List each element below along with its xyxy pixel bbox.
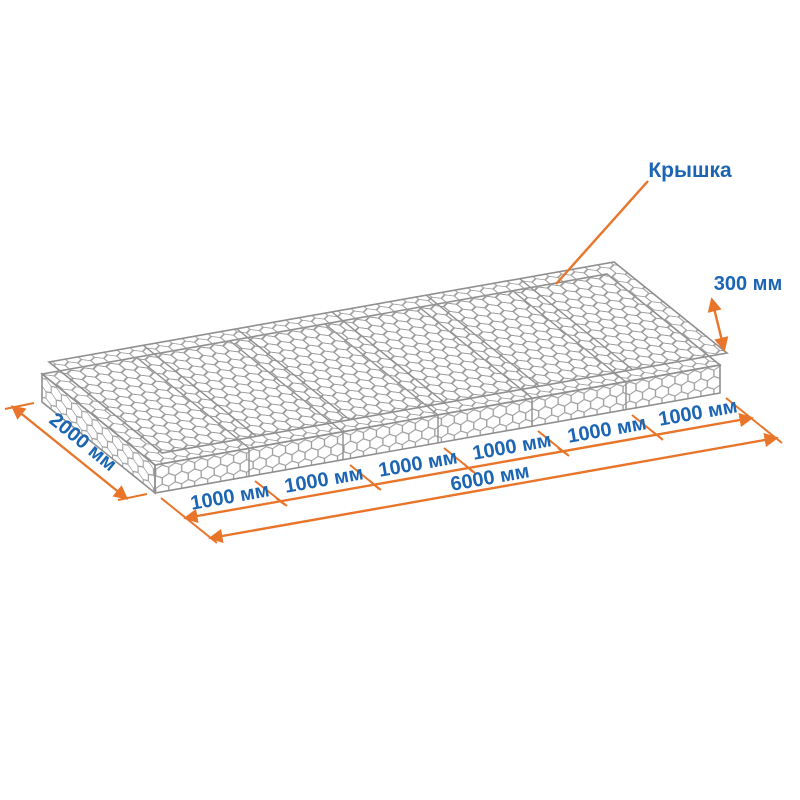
lid-label: Крышка	[648, 159, 732, 182]
lid-panel-seams	[142, 278, 634, 437]
height-label: 300 мм	[714, 273, 783, 295]
height-dimension-line	[707, 297, 729, 352]
lid-leader-line	[555, 180, 649, 285]
total-length-label: 6000 мм	[449, 460, 531, 495]
total-length-dimension-line	[208, 432, 779, 544]
width-dimension-line	[10, 405, 129, 500]
dimension-annotations	[4, 180, 783, 544]
